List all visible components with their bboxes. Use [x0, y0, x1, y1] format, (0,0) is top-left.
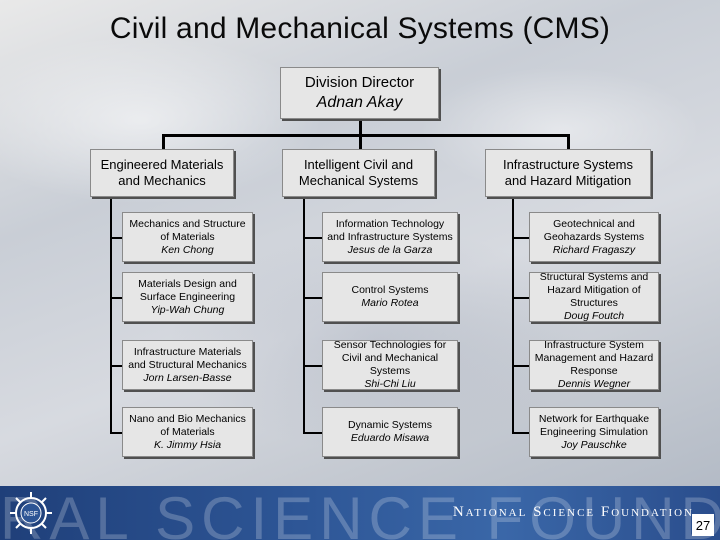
program-label: Structural Systems and Hazard Mitigation…	[539, 271, 649, 309]
program-label: Control Systems	[351, 284, 429, 296]
connector-director-down	[359, 120, 362, 136]
program-officer: Ken Chong	[161, 243, 214, 256]
nsf-logo-icon: NSF	[10, 492, 52, 534]
organization-name: National Science Foundation	[452, 504, 694, 520]
program-box: Dynamic Systems Eduardo Misawa	[322, 407, 458, 457]
division-director-box: Division Director Adnan Akay	[280, 67, 439, 119]
connector-col3-stub2	[512, 297, 529, 299]
column-header-intelligent-systems: Intelligent Civil and Mechanical Systems	[282, 149, 435, 197]
program-label: Mechanics and Structure of Materials	[129, 217, 246, 243]
column-header-engineered-materials: Engineered Materials and Mechanics	[90, 149, 234, 197]
program-officer: Doug Foutch	[563, 310, 625, 322]
program-box: Network for Earthquake Engineering Simul…	[529, 407, 659, 457]
program-box: Geotechnical and Geohazards Systems Rich…	[529, 212, 659, 262]
program-label: Sensor Technologies for Civil and Mechan…	[333, 339, 447, 377]
program-label: Materials Design and Surface Engineering	[138, 277, 237, 303]
page-number: 27	[692, 514, 714, 536]
program-officer: Dennis Wegner	[557, 378, 631, 390]
director-role: Division Director	[304, 74, 415, 91]
program-label: Information Technology and Infrastructur…	[327, 217, 453, 243]
program-officer: Richard Fragaszy	[552, 243, 636, 256]
program-label: Nano and Bio Mechanics of Materials	[129, 412, 246, 438]
program-officer: K. Jimmy Hsia	[153, 438, 222, 451]
program-box: Nano and Bio Mechanics of Materials K. J…	[122, 407, 253, 457]
connector-col3-stub3	[512, 365, 529, 367]
program-box: Information Technology and Infrastructur…	[322, 212, 458, 262]
program-box: Materials Design and Surface Engineering…	[122, 272, 253, 322]
program-label: Network for Earthquake Engineering Simul…	[538, 412, 650, 438]
connector-col3-spine	[512, 197, 514, 434]
connector-col1-spine	[110, 197, 112, 434]
svg-text:NSF: NSF	[24, 511, 38, 518]
connector-col3-drop	[567, 134, 570, 150]
connector-col3-stub4	[512, 432, 529, 434]
program-officer: Jorn Larsen-Basse	[143, 371, 232, 384]
program-box: Mechanics and Structure of Materials Ken…	[122, 212, 253, 262]
connector-col1-stub3	[110, 365, 122, 367]
program-officer: Eduardo Misawa	[350, 432, 430, 444]
connector-col2-stub3	[303, 365, 322, 367]
slide-title: Civil and Mechanical Systems (CMS)	[109, 12, 611, 45]
connector-col1-stub2	[110, 297, 122, 299]
program-officer: Yip-Wah Chung	[150, 303, 225, 316]
footer-watermark: RAL SCIENCE FOUNDATION	[0, 486, 720, 540]
program-officer: Mario Rotea	[361, 297, 419, 309]
program-officer: Shi-Chi Liu	[364, 378, 416, 390]
program-officer: Jesus de la Garza	[347, 243, 433, 256]
program-box: Control Systems Mario Rotea	[322, 272, 458, 322]
program-box: Infrastructure System Management and Haz…	[529, 339, 659, 390]
connector-col2-spine	[303, 197, 305, 434]
program-officer: Joy Pauschke	[561, 438, 627, 451]
program-label: Geotechnical and Geohazards Systems	[543, 217, 645, 243]
column-header-infrastructure-systems: Infrastructure Systems and Hazard Mitiga…	[485, 149, 651, 197]
program-box: Structural Systems and Hazard Mitigation…	[529, 271, 659, 322]
program-label: Infrastructure Materials and Structural …	[128, 345, 247, 371]
connector-col1-stub4	[110, 432, 122, 434]
connector-col2-stub1	[303, 237, 322, 239]
connector-col1-stub1	[110, 237, 122, 239]
program-label: Infrastructure System Management and Haz…	[534, 339, 654, 377]
footer-banner: RAL SCIENCE FOUNDATION NSF National Scie…	[0, 486, 720, 540]
program-label: Dynamic Systems	[347, 419, 432, 431]
program-box: Sensor Technologies for Civil and Mechan…	[322, 339, 458, 390]
connector-col1-drop	[162, 134, 165, 150]
connector-col2-stub2	[303, 297, 322, 299]
director-name: Adnan Akay	[316, 94, 403, 111]
connector-col2-stub4	[303, 432, 322, 434]
connector-col3-stub1	[512, 237, 529, 239]
program-box: Infrastructure Materials and Structural …	[122, 340, 253, 390]
connector-col2-drop	[359, 134, 362, 150]
connector-horizontal-bus	[162, 134, 569, 137]
